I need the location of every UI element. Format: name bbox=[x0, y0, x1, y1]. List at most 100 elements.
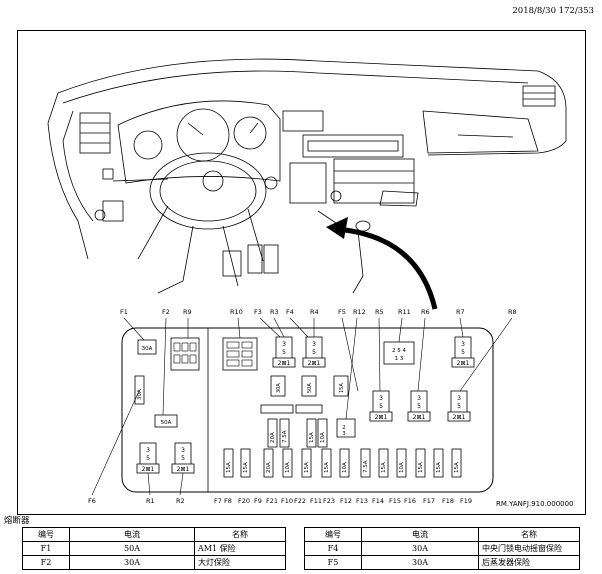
component-label: F18 bbox=[442, 497, 454, 505]
leader-line bbox=[378, 317, 381, 392]
leader-line bbox=[459, 317, 513, 392]
relay-R10-body bbox=[222, 337, 258, 371]
fuse-rating: 20A bbox=[266, 462, 272, 473]
terminal-label: 3 bbox=[379, 395, 383, 402]
component-label: F10 bbox=[281, 497, 293, 505]
leader-line bbox=[273, 317, 285, 338]
terminal-label: 2⊠1 bbox=[457, 360, 470, 367]
leader-line bbox=[237, 317, 241, 339]
component-label: F14 bbox=[372, 497, 384, 505]
terminal-label: 5 bbox=[146, 455, 150, 462]
fuse-rating: 10A bbox=[320, 432, 326, 443]
component-label: R7 bbox=[456, 308, 465, 316]
terminal-label: 3 bbox=[146, 447, 150, 454]
fuse-body bbox=[263, 448, 274, 478]
component-label: F2 bbox=[162, 308, 170, 316]
component-label: F3 bbox=[254, 308, 262, 316]
component-label: F9 bbox=[254, 497, 262, 505]
component-label: F4 bbox=[286, 308, 294, 316]
component-label: F8 bbox=[224, 497, 232, 505]
component-label: F16 bbox=[404, 497, 416, 505]
fuse-body bbox=[378, 448, 389, 478]
col-header-name: 名称 bbox=[478, 527, 580, 542]
fuse-body bbox=[154, 414, 178, 428]
component-label: F23 bbox=[323, 497, 335, 505]
component-label: R8 bbox=[508, 308, 517, 316]
component-label: R10 bbox=[230, 308, 243, 316]
relay-pin bbox=[181, 342, 189, 352]
component-label: F7 bbox=[214, 497, 222, 505]
relay-base bbox=[302, 357, 326, 368]
leader-line bbox=[345, 317, 358, 420]
fuse-body bbox=[339, 448, 350, 478]
fuse-rating: 10A bbox=[285, 462, 291, 473]
fuse-rating: 50A bbox=[307, 383, 313, 393]
page-stamp: 2018/8/30 172/353 bbox=[512, 6, 594, 16]
col-header-current: 电流 bbox=[361, 527, 479, 542]
component-label: F17 bbox=[423, 497, 435, 505]
fuse-body bbox=[267, 418, 278, 448]
leader-line bbox=[147, 472, 151, 496]
terminal-label: 3 bbox=[417, 395, 421, 402]
relay-pin bbox=[241, 350, 253, 358]
fuse-body bbox=[279, 418, 290, 448]
arrowhead-icon bbox=[326, 217, 348, 239]
relay-pin bbox=[173, 342, 181, 352]
fuse-body bbox=[282, 448, 293, 478]
terminal-label: 5 bbox=[282, 349, 286, 356]
leader-line bbox=[289, 317, 309, 338]
leader-line bbox=[91, 390, 140, 496]
fuse-rating: 7.5A bbox=[363, 460, 369, 473]
leader-line bbox=[398, 317, 403, 343]
relay-pin bbox=[189, 342, 197, 352]
relay-base bbox=[407, 411, 431, 422]
fuse-body bbox=[451, 448, 462, 478]
relay-pin bbox=[241, 341, 253, 349]
leader-line bbox=[341, 317, 359, 392]
dashboard-drawing bbox=[47, 58, 567, 294]
component-label: F21 bbox=[266, 497, 278, 505]
fuse-body bbox=[306, 418, 317, 448]
component-label: F13 bbox=[356, 497, 368, 505]
fuse-rating: 15A bbox=[243, 462, 249, 473]
terminal-label: 3 bbox=[282, 341, 286, 348]
terminal-label: 2⊠1 bbox=[142, 466, 155, 473]
component-label: F11 bbox=[310, 497, 322, 505]
fuse-rating: 15A bbox=[339, 383, 345, 393]
fuse-rating: 15A bbox=[226, 462, 232, 473]
relay-pin bbox=[241, 359, 253, 367]
component-label: F20 bbox=[238, 497, 250, 505]
spare-fuse bbox=[260, 404, 294, 414]
fuse-body bbox=[321, 448, 332, 478]
terminal-label: 5 bbox=[312, 349, 316, 356]
relay-base bbox=[451, 357, 475, 368]
terminal-label: 2⊠1 bbox=[308, 360, 321, 367]
terminal-label: 2 5 4 bbox=[392, 348, 406, 354]
leader-line bbox=[123, 317, 145, 341]
terminal-label: 1 3 bbox=[395, 356, 404, 362]
relay-pin bbox=[226, 350, 240, 358]
component-label: R1 bbox=[146, 497, 155, 505]
component-label: F12 bbox=[340, 497, 352, 505]
terminal-label: 2⊠1 bbox=[375, 414, 388, 421]
component-label: F22 bbox=[294, 497, 306, 505]
fuse-rating: 30A bbox=[137, 389, 143, 400]
component-label: F1 bbox=[120, 308, 128, 316]
terminal-label: 2⊠1 bbox=[413, 414, 426, 421]
relay-pin bbox=[173, 354, 181, 364]
fuse-body bbox=[301, 375, 317, 397]
fuse-rating: 15A bbox=[309, 432, 315, 443]
leader-line bbox=[179, 472, 184, 496]
fuse-rating: 10A bbox=[399, 462, 405, 473]
fuse-rating: 15A bbox=[304, 462, 310, 473]
fuse-body bbox=[360, 448, 371, 478]
component-label: F6 bbox=[88, 497, 96, 505]
fuse-body bbox=[134, 375, 145, 405]
fuse-rating: 15A bbox=[436, 462, 442, 473]
